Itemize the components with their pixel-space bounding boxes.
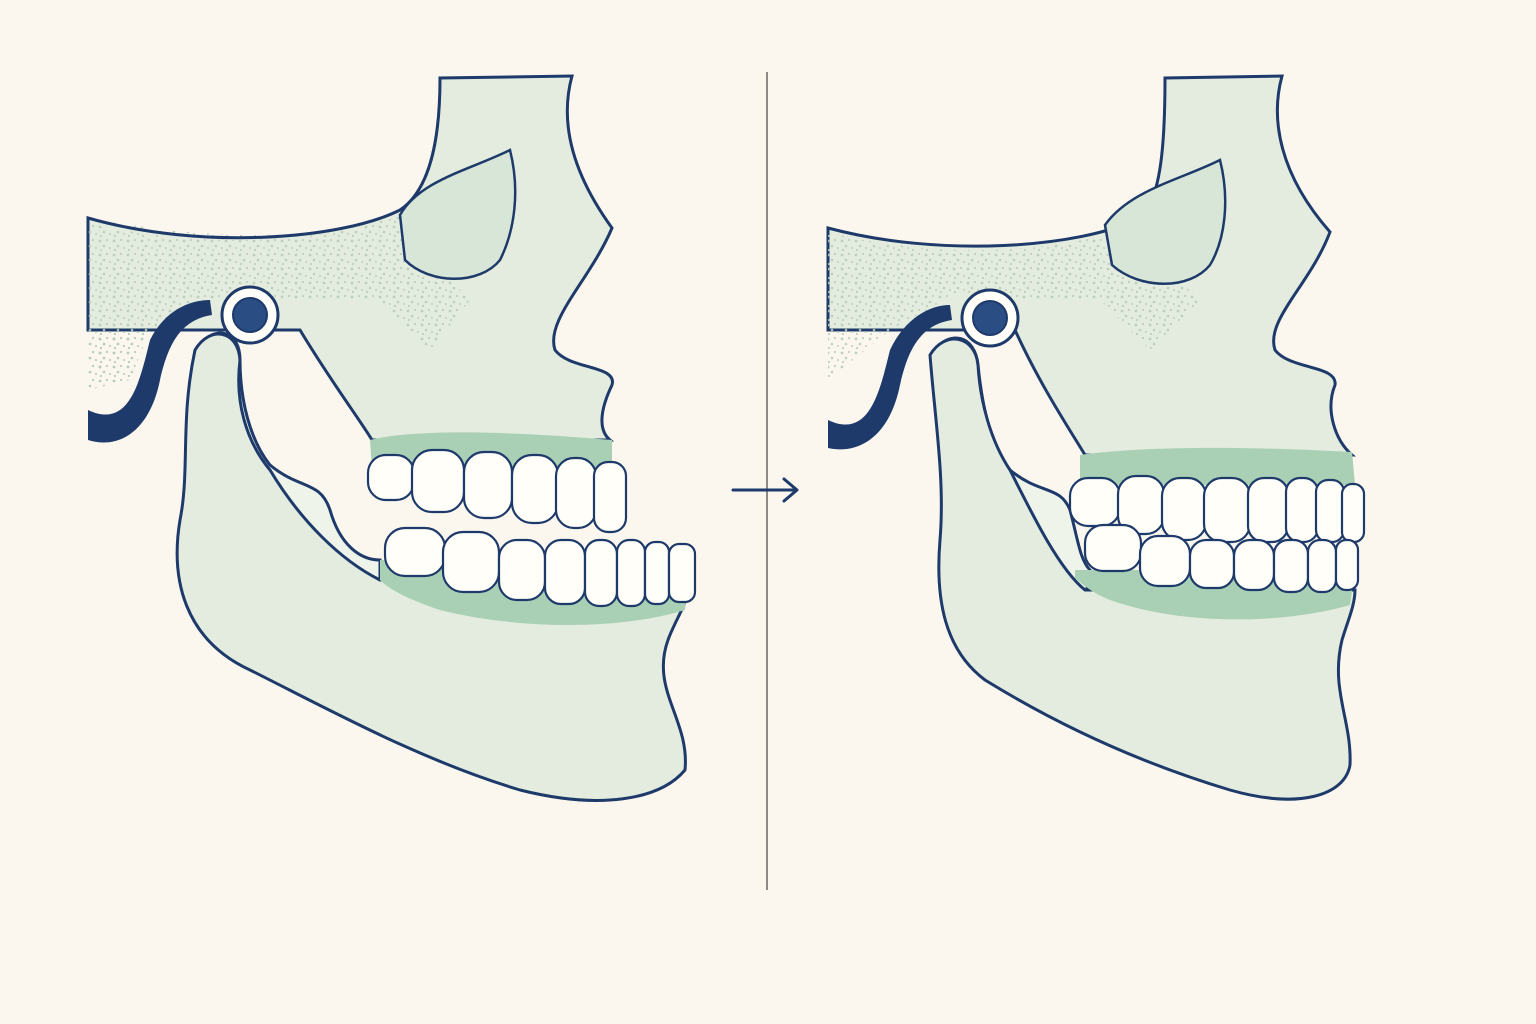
condyle-dot-after	[972, 300, 1008, 336]
upper-teeth-before	[366, 448, 628, 534]
ear-canal-after	[828, 305, 952, 450]
lower-teeth-after	[1083, 523, 1360, 594]
right-arrow-icon	[731, 477, 799, 503]
skull-speckle-after	[828, 222, 1200, 380]
skull-speckle-before	[88, 212, 470, 380]
ear-canal-before	[88, 300, 212, 443]
sinus-after	[1103, 158, 1227, 285]
condyle-dot-before	[232, 297, 268, 333]
mandible-after	[928, 337, 1357, 801]
panel-before	[86, 74, 697, 802]
mandible-before	[175, 332, 692, 802]
panel-after	[826, 74, 1366, 801]
sinus-before	[398, 148, 517, 280]
lower-teeth-before	[383, 526, 697, 608]
